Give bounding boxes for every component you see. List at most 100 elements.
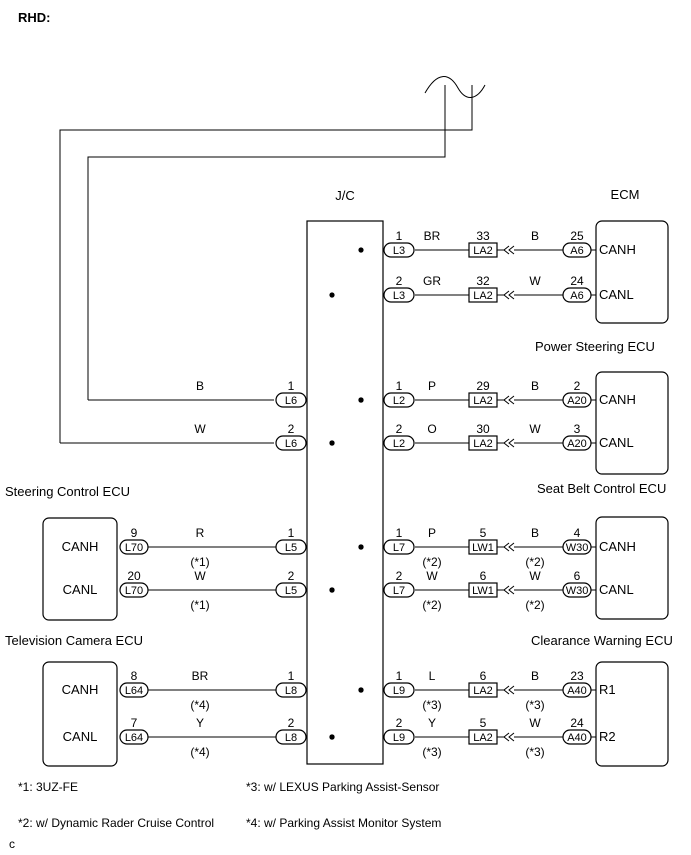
jc-right-connector (383, 682, 415, 698)
connector-chevron-icon (508, 732, 515, 742)
jc-left-pin: 2 (288, 569, 295, 583)
wire-note: (*4) (190, 698, 209, 712)
jc-right-connector (383, 392, 415, 408)
jc-left-pin: 1 (288, 526, 295, 540)
left-ecu-connector-label: L64 (125, 732, 143, 744)
wire-note: (*2) (422, 555, 441, 569)
left-ecu-pin: 7 (131, 716, 138, 730)
left-ecu-pin: 20 (127, 569, 141, 583)
ecu-pin: 4 (574, 526, 581, 540)
corner-mark: c (9, 837, 15, 851)
wire-note: (*4) (190, 745, 209, 759)
component-layer (42, 220, 669, 767)
junction-pin: 33 (476, 229, 490, 243)
footnote: *2: w/ Dynamic Rader Cruise Control (18, 816, 214, 830)
ecm-box (595, 220, 669, 324)
junction-connector-label: LA2 (473, 732, 493, 744)
clearance-warning-ecu-box (595, 661, 669, 767)
ecu-connector (562, 435, 592, 451)
jc-right-pin: 1 (396, 229, 403, 243)
footnote: *4: w/ Parking Assist Monitor System (246, 816, 441, 830)
junction-pin: 6 (480, 669, 487, 683)
ecu-pin-name: CANH (62, 539, 99, 554)
footnote: *3: w/ LEXUS Parking Assist-Sensor (246, 780, 439, 794)
wire-color: P (428, 526, 436, 540)
ecu-pin-name: R2 (599, 729, 616, 744)
connector-chevron-icon (508, 290, 515, 300)
ecu-pin: 23 (570, 669, 584, 683)
jc-left-connector (275, 539, 307, 555)
wire-color: W (529, 422, 541, 436)
splice-dot (329, 440, 335, 446)
clearance-warning-ecu-title: Clearance Warning ECU (531, 633, 673, 648)
jc-left-pin: 2 (288, 716, 295, 730)
junction-pin: 29 (476, 379, 490, 393)
wire-color: W (426, 569, 438, 583)
wire-note: (*3) (422, 745, 441, 759)
ecu-pin-name: R1 (599, 682, 616, 697)
junction-connector (468, 287, 498, 303)
jc-left-connector-label: L5 (285, 542, 297, 554)
connector-chevron-icon (508, 685, 515, 695)
jc-right-connector-label: L7 (393, 585, 405, 597)
wire-break-mark (424, 76, 486, 98)
ecu-connector-label: W30 (566, 542, 589, 554)
wire-color: W (529, 569, 541, 583)
ecu-pin: 24 (570, 716, 584, 730)
ecu-pin: 6 (574, 569, 581, 583)
connector-chevron-icon (503, 395, 510, 405)
ecu-connector (562, 582, 592, 598)
wire-color: O (427, 422, 436, 436)
ecu-connector (562, 682, 592, 698)
jc-right-connector-label: L7 (393, 542, 405, 554)
wire-note: (*2) (525, 555, 544, 569)
wire-color: B (196, 379, 204, 393)
ecu-connector (562, 242, 592, 258)
wire-note: (*3) (422, 698, 441, 712)
connector-chevron-icon (508, 245, 515, 255)
wire-loop-inner (87, 85, 446, 400)
connector-chevron-icon (508, 438, 515, 448)
wire-color: BR (424, 229, 441, 243)
junction-pin: 30 (476, 422, 490, 436)
splice-dot (329, 734, 335, 740)
seat-belt-ecu-title: Seat Belt Control ECU (537, 481, 666, 496)
wire-note: (*1) (190, 555, 209, 569)
jc-right-connector-label: L3 (393, 290, 405, 302)
left-ecu-pin: 8 (131, 669, 138, 683)
connector-chevron-icon (503, 542, 510, 552)
wire-color: GR (423, 274, 441, 288)
junction-connector (468, 729, 498, 745)
splice-dot (358, 544, 364, 550)
jc-left-connector (275, 682, 307, 698)
junction-pin: 5 (480, 716, 487, 730)
ecu-connector-label: A40 (567, 685, 587, 697)
junction-pin: 5 (480, 526, 487, 540)
ecu-pin: 24 (570, 274, 584, 288)
connector-chevron-icon (503, 732, 510, 742)
splice-dot (358, 397, 364, 403)
ecm-title: ECM (611, 187, 640, 202)
left-ecu-connector (119, 539, 149, 555)
splice-dot (358, 687, 364, 693)
ecu-connector-label: A20 (567, 395, 587, 407)
wire-loop-outer (59, 85, 473, 443)
junction-connector-label: LA2 (473, 438, 493, 450)
wire-color: Y (196, 716, 204, 730)
ecu-pin-name: CANH (599, 392, 636, 407)
television-camera-ecu-box (42, 661, 118, 767)
jc-right-pin: 1 (396, 526, 403, 540)
ecu-connector (562, 539, 592, 555)
junction-connector-label: LW1 (472, 542, 494, 554)
junction-connector (468, 539, 498, 555)
connector-chevron-icon (508, 395, 515, 405)
power-steering-ecu-box (595, 371, 669, 475)
ecu-connector-label: A6 (570, 290, 583, 302)
ecu-connector (562, 287, 592, 303)
wire-color: R (196, 526, 205, 540)
jc-left-connector (275, 392, 307, 408)
junction-connector-label: LA2 (473, 290, 493, 302)
